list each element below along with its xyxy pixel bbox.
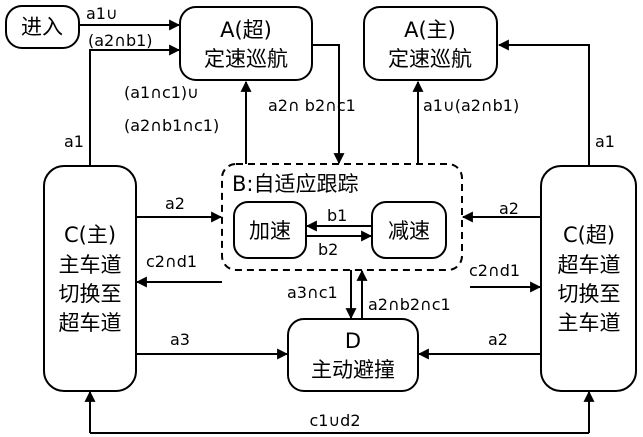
label-d-to-b: a2∩b2∩c1	[368, 295, 451, 314]
group-b-label: B:自适应跟踪	[232, 172, 358, 196]
label-c-main-to-b: a2	[165, 194, 185, 213]
node-enter: 进入	[5, 5, 80, 49]
label-c-super-to-b: a2	[499, 199, 519, 218]
node-c-main: C(主) 主车道 切换至 超车道	[43, 165, 137, 392]
node-a-super: A(超) 定速巡航	[179, 6, 313, 81]
label-b-to-c-super: c2∩d1	[469, 261, 520, 280]
label-enter-to-a-super-1: a1∪	[86, 4, 118, 23]
node-a-main-line2: 定速巡航	[388, 47, 472, 71]
label-c-main-to-a-super: a1	[64, 132, 84, 151]
label-enter-to-a-super-2: (a2∩b1)	[88, 31, 153, 50]
edge-c-super-to-a-main	[497, 39, 590, 166]
node-c-super-line3: 切换至	[558, 282, 621, 306]
node-accel-label: 加速	[249, 219, 291, 243]
node-enter-label: 进入	[21, 15, 63, 39]
node-c-super-line1: C(超)	[563, 223, 615, 247]
node-c-super: C(超) 超车道 切换至 主车道	[540, 165, 637, 392]
label-b-to-a-super-2: (a2∩b1∩c1)	[124, 116, 219, 135]
node-a-super-line2: 定速巡航	[204, 47, 288, 71]
edge-a-super-to-b	[312, 44, 345, 165]
node-c-super-line4: 主车道	[558, 311, 621, 335]
node-decel-label: 减速	[388, 219, 430, 243]
label-a-super-to-b: a2∩ b2∩c1	[268, 96, 356, 115]
label-b-to-c-main: c2∩d1	[146, 252, 197, 271]
node-accel: 加速	[233, 201, 307, 259]
label-decel-to-accel: b1	[327, 206, 347, 225]
node-d-line2: 主动避撞	[311, 358, 395, 382]
edge-c-main-to-a-super	[89, 44, 181, 166]
node-d: D 主动避撞	[287, 318, 419, 392]
label-accel-to-decel: b2	[318, 240, 338, 259]
node-c-main-line4: 超车道	[59, 311, 122, 335]
node-a-main-line1: A(主)	[404, 18, 456, 42]
label-c-main-to-d: a3	[170, 330, 190, 349]
node-a-super-line1: A(超)	[220, 18, 272, 42]
node-decel: 减速	[371, 201, 447, 259]
label-b-to-a-super-1: (a1∩c1)∪	[124, 83, 199, 102]
node-c-super-line2: 超车道	[558, 253, 621, 277]
node-a-main: A(主) 定速巡航	[363, 6, 498, 81]
node-c-main-line2: 主车道	[59, 253, 122, 277]
node-d-line1: D	[345, 329, 361, 353]
label-b-to-d: a3∩c1	[287, 283, 338, 302]
label-c-super-to-d: a2	[488, 330, 508, 349]
node-c-main-line3: 切换至	[59, 282, 122, 306]
label-bottom-loop: c1∪d2	[309, 411, 360, 430]
label-c-super-to-a-main: a1	[595, 132, 615, 151]
node-c-main-line1: C(主)	[64, 223, 116, 247]
label-b-to-a-main: a1∪(a2∩b1)	[423, 96, 519, 115]
